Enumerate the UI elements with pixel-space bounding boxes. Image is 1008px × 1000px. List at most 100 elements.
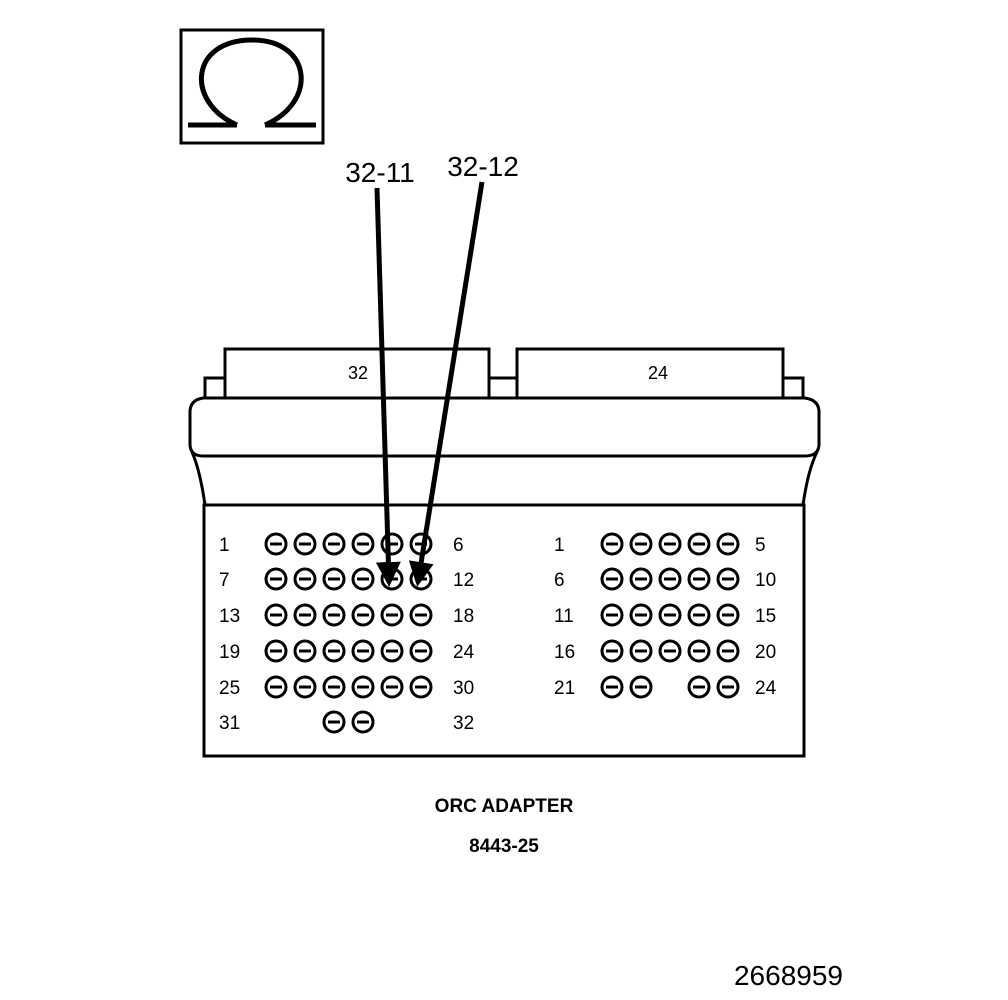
pin-socket bbox=[716, 675, 740, 699]
tab-label-24: 24 bbox=[648, 363, 668, 383]
pin-socket bbox=[409, 675, 433, 699]
pin-socket bbox=[351, 603, 375, 627]
pin-row-start-label: 7 bbox=[219, 570, 230, 591]
pin-socket bbox=[658, 567, 682, 591]
pin-row: 21 24 bbox=[554, 675, 777, 699]
ohm-icon bbox=[188, 37, 316, 128]
pin-socket bbox=[351, 675, 375, 699]
figure-id: 2668959 bbox=[734, 960, 843, 991]
pin-socket bbox=[658, 603, 682, 627]
pin-socket bbox=[716, 603, 740, 627]
pin-socket bbox=[716, 639, 740, 663]
pin-socket bbox=[351, 639, 375, 663]
pin-row-start-label: 11 bbox=[554, 606, 574, 627]
caption-title: ORC ADAPTER bbox=[435, 796, 574, 817]
pin-socket bbox=[322, 710, 346, 734]
pin-socket bbox=[658, 639, 682, 663]
adapter-housing bbox=[188, 396, 821, 506]
pin-row-end-label: 5 bbox=[755, 535, 766, 556]
pin-socket bbox=[687, 603, 711, 627]
tab-label-32: 32 bbox=[348, 363, 368, 383]
pin-socket bbox=[380, 532, 404, 556]
pin-socket bbox=[322, 567, 346, 591]
pin-socket bbox=[629, 567, 653, 591]
pin-socket bbox=[264, 603, 288, 627]
pin-socket bbox=[687, 675, 711, 699]
pin-row: 6 10 bbox=[554, 567, 776, 591]
pin-socket bbox=[293, 567, 317, 591]
pin-socket bbox=[409, 603, 433, 627]
pin-row-end-label: 10 bbox=[755, 570, 776, 591]
pin-socket bbox=[409, 639, 433, 663]
pin-socket bbox=[600, 639, 624, 663]
pin-row-end-label: 30 bbox=[453, 678, 474, 699]
pin-row-end-label: 12 bbox=[453, 570, 474, 591]
pin-socket bbox=[629, 675, 653, 699]
pin-socket bbox=[629, 603, 653, 627]
pin-socket bbox=[264, 532, 288, 556]
pin-socket bbox=[716, 567, 740, 591]
pin-socket bbox=[380, 675, 404, 699]
pin-row: 31 32 bbox=[219, 710, 474, 734]
pin-socket bbox=[380, 603, 404, 627]
pin-row-start-label: 25 bbox=[219, 678, 240, 699]
connector-tab-24: 24 bbox=[515, 347, 785, 401]
pin-row-start-label: 16 bbox=[554, 642, 575, 663]
pin-row-end-label: 24 bbox=[755, 678, 777, 699]
pin-socket bbox=[629, 532, 653, 556]
pin-socket bbox=[264, 567, 288, 591]
pin-socket bbox=[687, 639, 711, 663]
pin-row-end-label: 18 bbox=[453, 606, 474, 627]
pin-socket bbox=[600, 675, 624, 699]
pin-socket bbox=[293, 675, 317, 699]
pin-socket bbox=[322, 603, 346, 627]
pin-row-end-label: 20 bbox=[755, 642, 776, 663]
pin-row-start-label: 31 bbox=[219, 713, 240, 734]
pin-row-start-label: 21 bbox=[554, 678, 575, 699]
callout-label-32-11: 32-11 bbox=[345, 157, 415, 188]
pin-socket bbox=[351, 532, 375, 556]
pin-socket bbox=[322, 675, 346, 699]
pin-socket bbox=[293, 639, 317, 663]
pin-socket bbox=[658, 532, 682, 556]
pin-socket bbox=[600, 603, 624, 627]
pin-socket bbox=[264, 675, 288, 699]
pin-socket bbox=[687, 532, 711, 556]
pin-socket bbox=[716, 532, 740, 556]
pin-row-start-label: 1 bbox=[554, 535, 565, 556]
pin-row-end-label: 24 bbox=[453, 642, 475, 663]
callout-arrow-32-11 bbox=[374, 187, 401, 587]
pin-row-start-label: 13 bbox=[219, 606, 240, 627]
pin-row-end-label: 6 bbox=[453, 535, 464, 556]
pin-socket bbox=[293, 603, 317, 627]
right-shoulder bbox=[783, 376, 805, 398]
pin-socket bbox=[600, 567, 624, 591]
callout-arrow-32-12 bbox=[408, 181, 485, 587]
connector-tab-32: 32 bbox=[223, 347, 491, 401]
left-shoulder bbox=[203, 376, 225, 398]
pin-socket bbox=[264, 639, 288, 663]
ohm-symbol-box bbox=[179, 28, 325, 145]
pin-row: 25 30 bbox=[219, 675, 474, 699]
pin-socket bbox=[322, 639, 346, 663]
pin-row-end-label: 32 bbox=[453, 713, 474, 734]
pin-socket bbox=[380, 567, 404, 591]
pin-socket bbox=[600, 532, 624, 556]
pin-row-start-label: 6 bbox=[554, 570, 565, 591]
pin-socket bbox=[293, 532, 317, 556]
pin-socket bbox=[351, 567, 375, 591]
pin-socket bbox=[380, 639, 404, 663]
pin-socket bbox=[322, 532, 346, 556]
pin-row-start-label: 19 bbox=[219, 642, 240, 663]
pin-socket bbox=[629, 639, 653, 663]
pin-row: 13 18 bbox=[219, 603, 474, 627]
pin-socket bbox=[687, 567, 711, 591]
caption-part-number: 8443-25 bbox=[469, 836, 539, 857]
